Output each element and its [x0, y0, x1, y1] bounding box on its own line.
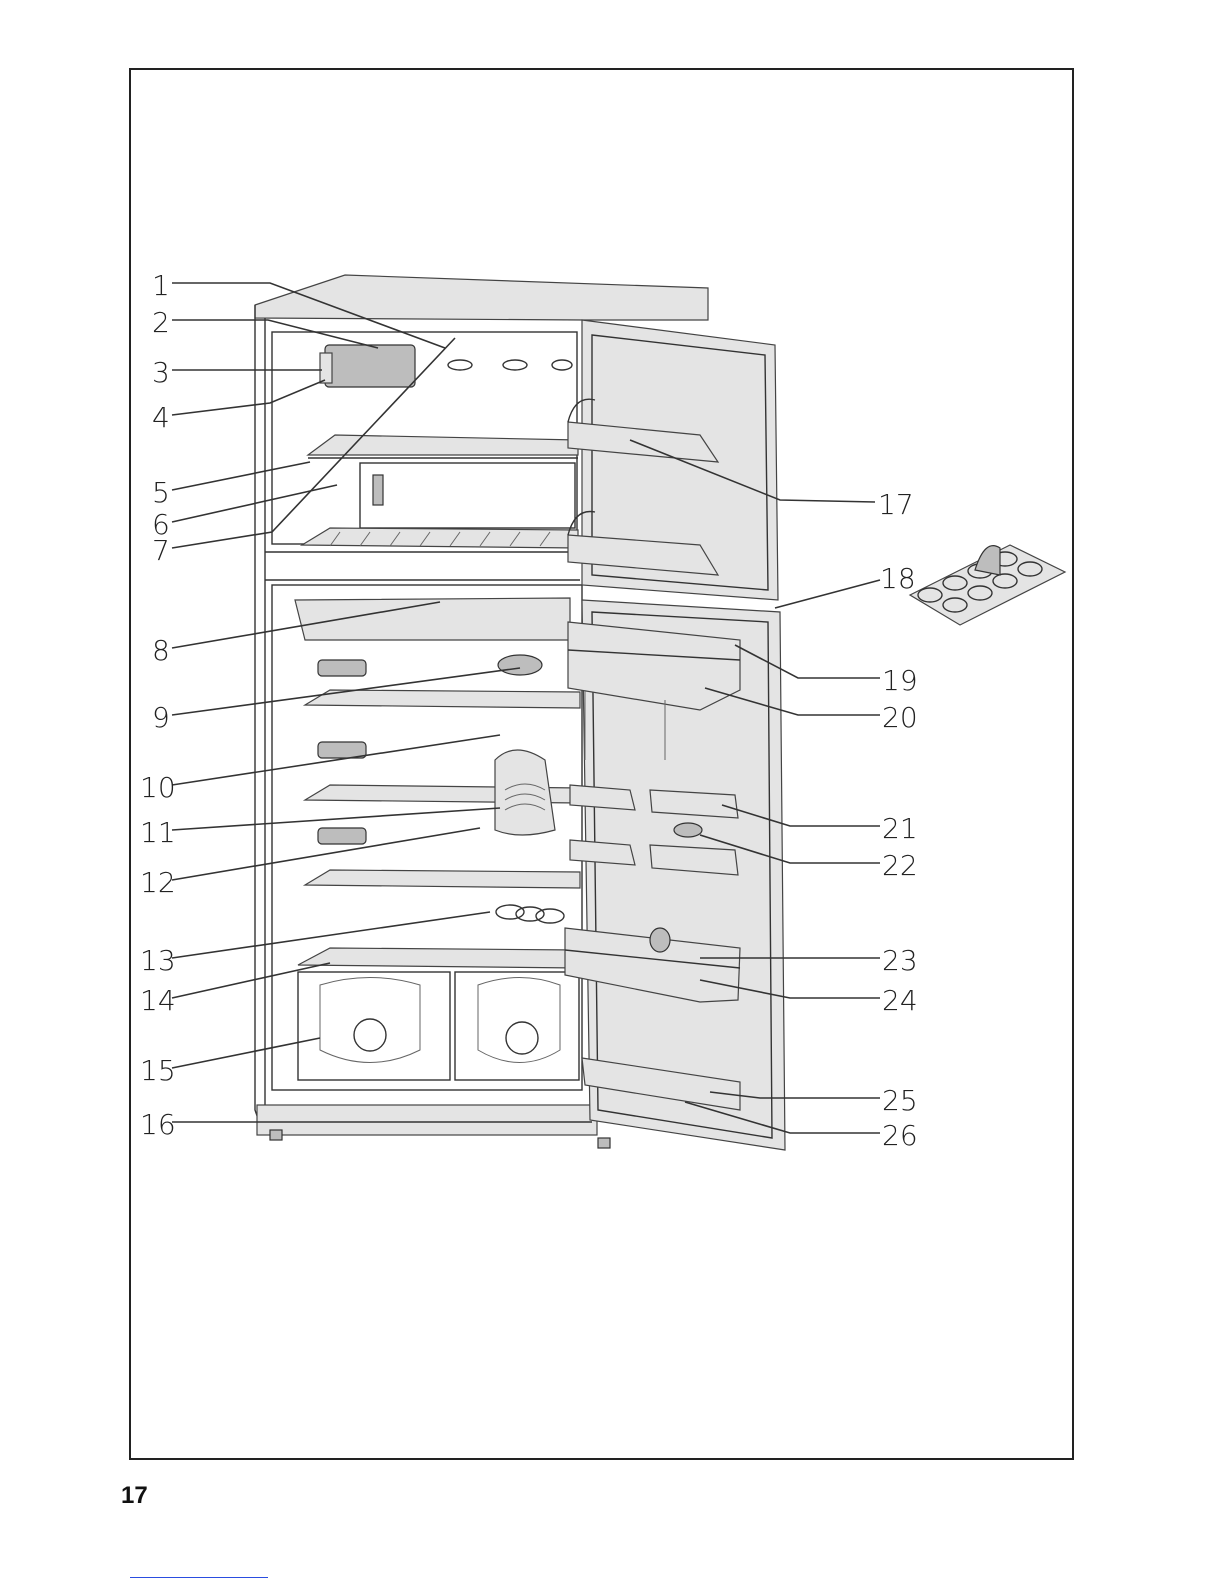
callout-2: 2	[152, 306, 170, 339]
callout-21: 21	[882, 812, 918, 845]
callout-8: 8	[152, 634, 170, 667]
callout-24: 24	[882, 984, 918, 1017]
page-number: 17	[121, 1482, 148, 1510]
callout-3: 3	[152, 356, 170, 389]
freezer-door	[568, 320, 778, 600]
callout-10: 10	[140, 771, 176, 804]
callout-4: 4	[152, 401, 170, 434]
callout-11: 11	[140, 816, 176, 849]
callout-labels: 1 2 3 4 5 6 7 8 9 10 11 12 13 14 15 16 1…	[140, 269, 918, 1152]
callout-12: 12	[140, 866, 176, 899]
callout-13: 13	[140, 944, 176, 977]
callout-22: 22	[882, 849, 918, 882]
callout-20: 20	[882, 701, 918, 734]
callout-19: 19	[882, 664, 918, 697]
callout-23: 23	[882, 944, 918, 977]
footer-link-underline	[130, 1577, 268, 1578]
callout-5: 5	[152, 476, 170, 509]
callout-26: 26	[882, 1119, 918, 1152]
egg-tray	[910, 545, 1065, 625]
fridge-door	[565, 600, 785, 1150]
callout-25: 25	[882, 1084, 918, 1117]
callout-18: 18	[880, 562, 916, 595]
callout-9: 9	[152, 701, 170, 734]
callout-7: 7	[152, 534, 170, 567]
callout-1: 1	[152, 269, 170, 302]
callout-16: 16	[140, 1108, 176, 1141]
callout-15: 15	[140, 1054, 176, 1087]
callout-14: 14	[140, 984, 176, 1017]
callout-17: 17	[878, 488, 914, 521]
